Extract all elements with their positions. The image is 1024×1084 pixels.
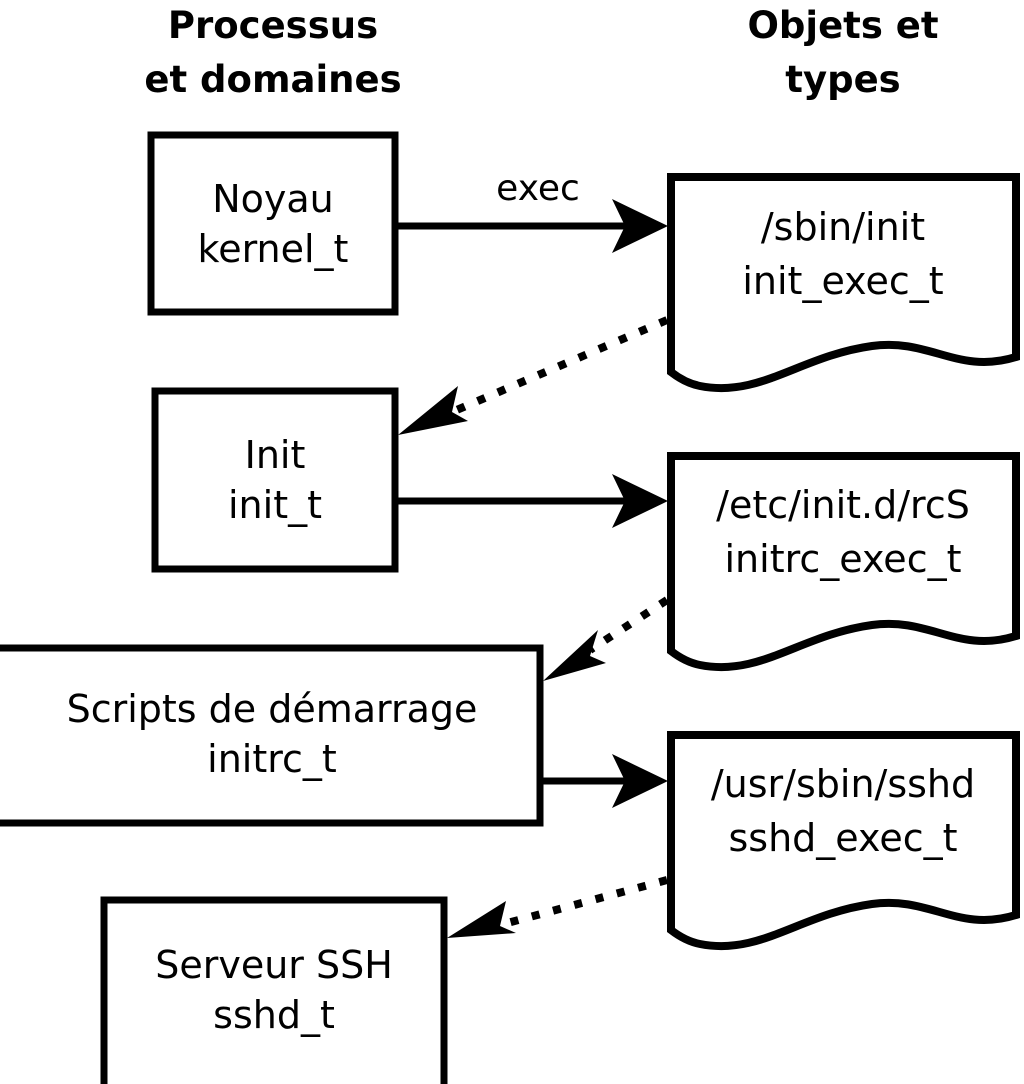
node-init-box bbox=[151, 387, 399, 573]
column-header-right-line1: Objets et bbox=[747, 4, 938, 47]
arrowhead-initrc-exec-to-initrc bbox=[543, 630, 606, 681]
edge-sshd-exec-to-sshd bbox=[447, 876, 669, 938]
node-kernel: Noyau kernel_t bbox=[147, 131, 399, 316]
node-initrc-box bbox=[0, 644, 544, 827]
edge-label-exec: exec bbox=[496, 168, 580, 209]
node-sshd-exec-line1: /usr/sbin/sshd bbox=[711, 762, 975, 806]
column-header-right: Objets et types bbox=[747, 4, 938, 101]
node-init-exec-line2: init_exec_t bbox=[742, 259, 943, 303]
edge-line-init-exec-to-init bbox=[450, 316, 669, 416]
arrowhead-sshd-exec-to-sshd bbox=[447, 901, 516, 938]
node-initrc-line2: initrc_t bbox=[207, 737, 337, 781]
edge-line-initrc-exec-to-initrc bbox=[587, 596, 670, 654]
node-initrc: Scripts de démarrage initrc_t bbox=[0, 644, 544, 827]
node-initrc-exec: /etc/init.d/rcS initrc_exec_t bbox=[667, 452, 1020, 672]
arrowhead-kernel-exec bbox=[612, 199, 668, 253]
node-sshd: Serveur SSH sshd_t bbox=[100, 896, 448, 1084]
node-init-line2: init_t bbox=[228, 483, 322, 527]
edge-initrc-to-sshd-exec bbox=[543, 754, 668, 808]
node-init: Init init_t bbox=[151, 387, 399, 573]
arrowhead-init-exec-to-init bbox=[398, 386, 468, 435]
arrowhead-init-to-initrc-exec bbox=[612, 474, 668, 528]
arrowhead-initrc-to-sshd-exec bbox=[612, 754, 668, 808]
node-init-exec-doc bbox=[667, 173, 1020, 393]
node-sshd-exec-doc bbox=[667, 731, 1020, 951]
column-header-right-line2: types bbox=[785, 58, 900, 101]
node-sshd-line1: Serveur SSH bbox=[155, 943, 393, 987]
node-sshd-exec-line2: sshd_exec_t bbox=[728, 816, 957, 860]
edge-init-exec-to-init bbox=[398, 316, 669, 435]
node-init-exec-line1: /sbin/init bbox=[761, 205, 925, 249]
node-sshd-line2: sshd_t bbox=[213, 993, 335, 1037]
column-header-left-line1: Processus bbox=[168, 4, 378, 47]
node-init-exec: /sbin/init init_exec_t bbox=[667, 173, 1020, 393]
node-kernel-box bbox=[147, 131, 399, 316]
node-initrc-line1: Scripts de démarrage bbox=[67, 687, 478, 731]
edge-initrc-exec-to-initrc bbox=[543, 596, 670, 681]
node-initrc-exec-line1: /etc/init.d/rcS bbox=[716, 483, 970, 527]
node-sshd-box bbox=[100, 896, 448, 1084]
edge-init-to-initrc-exec bbox=[398, 474, 668, 528]
node-kernel-line2: kernel_t bbox=[198, 227, 349, 271]
edge-line-sshd-exec-to-sshd bbox=[498, 876, 669, 929]
column-header-left-line2: et domaines bbox=[144, 58, 401, 101]
edge-kernel-exec-init-exec: exec bbox=[398, 168, 668, 253]
node-kernel-line1: Noyau bbox=[212, 177, 334, 221]
node-init-line1: Init bbox=[245, 433, 306, 477]
node-initrc-exec-line2: initrc_exec_t bbox=[725, 537, 962, 581]
column-header-left: Processus et domaines bbox=[144, 4, 401, 101]
node-sshd-exec: /usr/sbin/sshd sshd_exec_t bbox=[667, 731, 1020, 951]
node-initrc-exec-doc bbox=[667, 452, 1020, 672]
